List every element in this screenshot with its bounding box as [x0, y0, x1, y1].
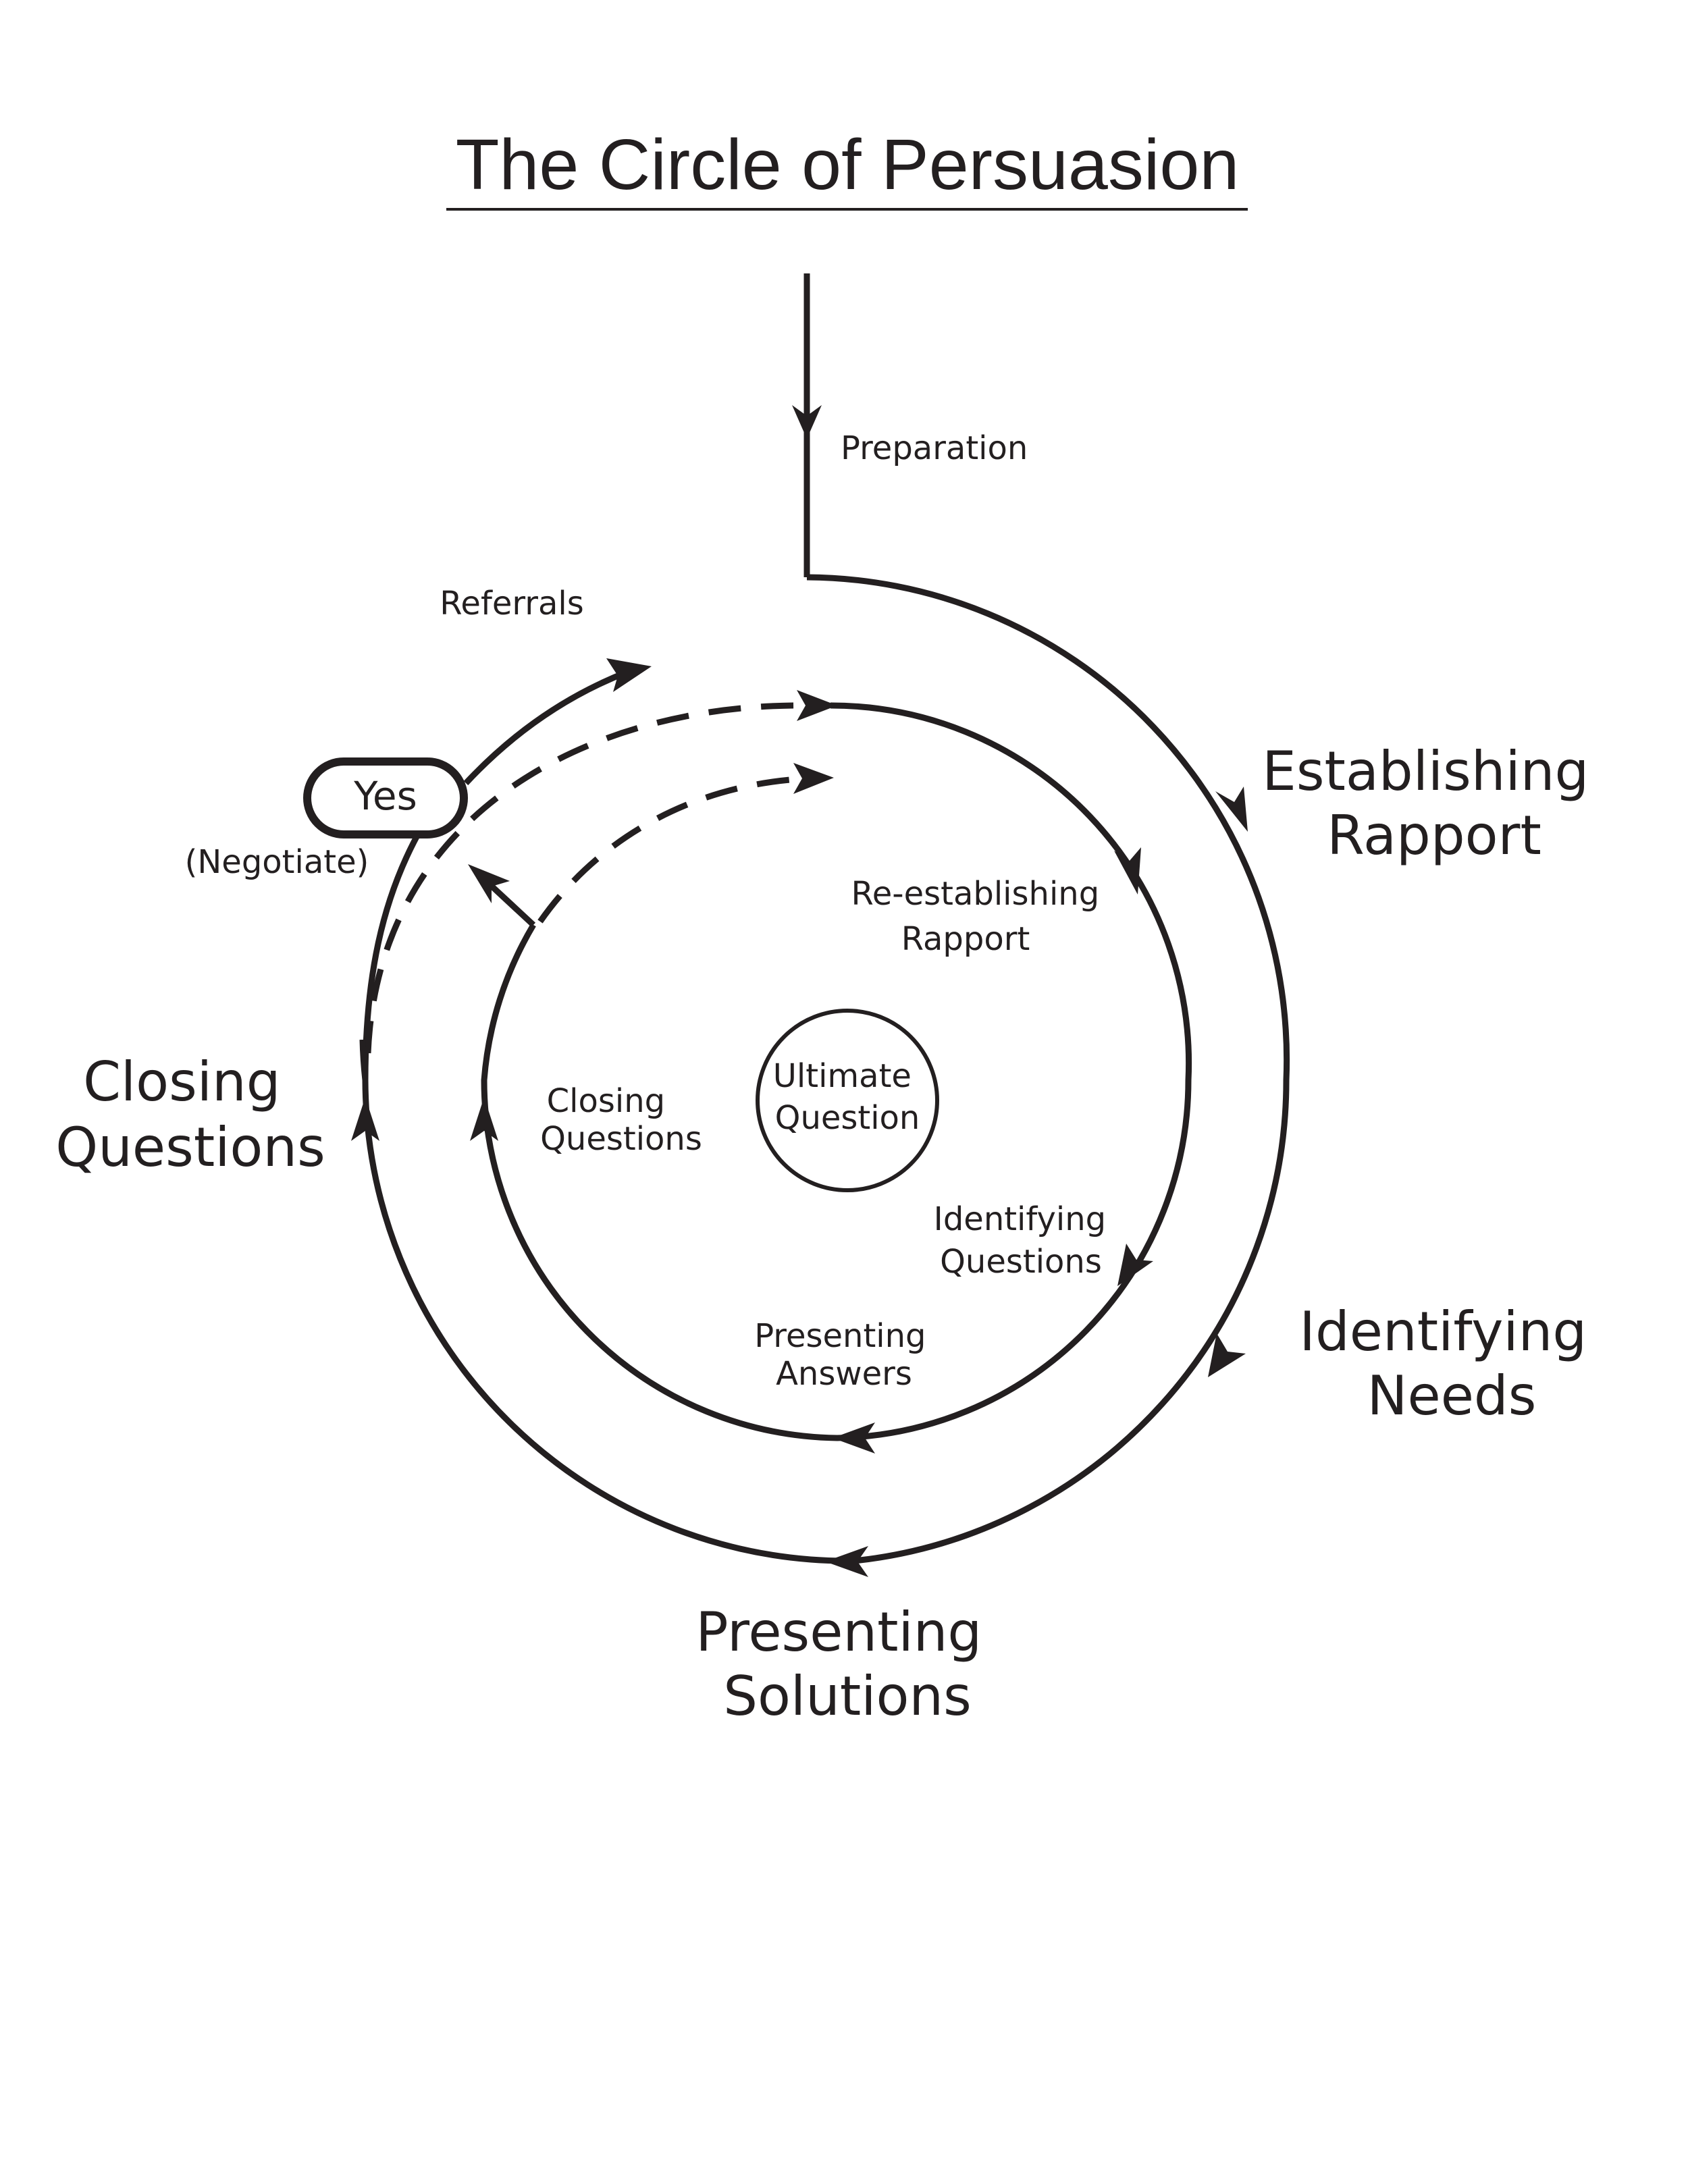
outer-stage-identifying-needs: Identifying Needs [1299, 1300, 1604, 1427]
preparation-label: Preparation [841, 429, 1028, 467]
dashed-loop-outer-arrow-icon [797, 690, 837, 721]
yes-outcome-box [303, 757, 468, 838]
outer-stage-presenting-solutions: Presenting Solutions [695, 1601, 999, 1728]
inner-arrow-closing-icon [470, 1097, 498, 1141]
inner-cycle-path [481, 702, 1192, 1441]
outer-stage-establishing-rapport: Establishing Rapport [1262, 740, 1606, 867]
outer-to-yes-path [362, 825, 425, 1081]
dashed-loop-outer-path [365, 702, 811, 1054]
ultimate-question-circle [756, 1009, 939, 1192]
dashed-loop-inner-arrow-icon [793, 763, 834, 794]
outer-arrow-presenting-icon [825, 1546, 868, 1577]
inner-arrow-identifying-icon [1117, 1244, 1153, 1286]
preparation-arrow-icon [792, 405, 822, 439]
inner-arrow-presenting-icon [833, 1422, 875, 1454]
dashed-loop-inner-path [537, 776, 791, 924]
inner-stage-presenting-answers: Presenting Answers [754, 1317, 937, 1393]
inner-branch-arrow-icon [468, 864, 510, 903]
yes-outcome-label: Yes [353, 773, 417, 819]
outer-arrow-closing-icon [351, 1097, 379, 1141]
referrals-arrow-icon [606, 658, 652, 692]
ultimate-question-line-1: Ultimate [773, 1057, 912, 1095]
ultimate-question-line-2: Question [775, 1099, 920, 1137]
inner-stage-closing-questions: Closing Questions [540, 1082, 702, 1158]
negotiate-label: (Negotiate) [185, 843, 369, 881]
ultimate-question-label: Ultimate Question [773, 1057, 922, 1137]
outer-arrow-establishing-icon [1215, 787, 1248, 832]
outer-cycle-path [359, 574, 1290, 1564]
referrals-label: Referrals [440, 585, 584, 622]
outer-stage-closing-questions: Closing Questions [55, 1050, 325, 1179]
outer-arrow-identifying-icon [1208, 1333, 1246, 1377]
inner-branch-path [483, 878, 536, 928]
diagram-title: The Circle of Persuasion [456, 125, 1240, 205]
inner-stage-identifying-questions: Identifying Questions [934, 1200, 1117, 1281]
inner-arrow-reestablishing-icon [1114, 847, 1141, 895]
inner-stage-reestablishing-rapport: Re-establishing Rapport [851, 875, 1110, 958]
yes-to-referrals-path [463, 668, 629, 786]
